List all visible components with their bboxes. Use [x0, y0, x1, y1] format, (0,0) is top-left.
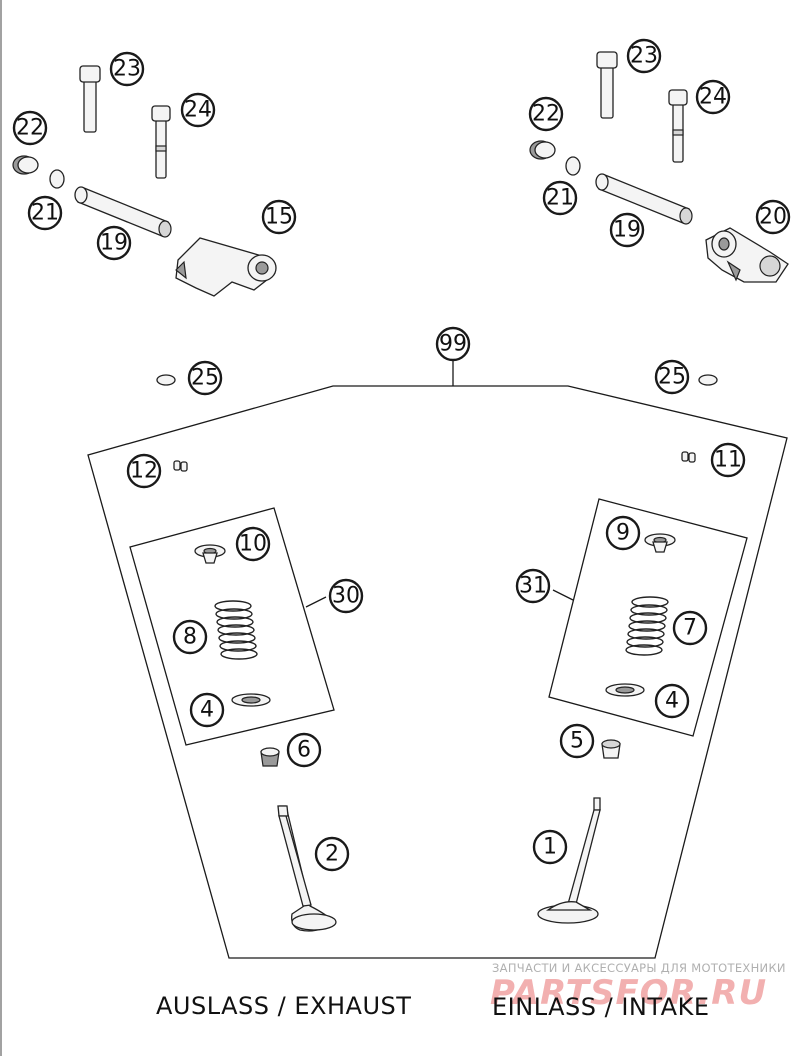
svg-text:19: 19 — [100, 231, 128, 256]
intake-caption: EINLASS / INTAKE — [492, 993, 710, 1021]
svg-text:12: 12 — [130, 459, 158, 484]
svg-text:1: 1 — [543, 835, 557, 860]
callout-30: 30 — [328, 578, 364, 614]
callout-11: 11 — [710, 442, 746, 478]
callout-24-left: 24 — [180, 92, 216, 128]
exhaust-valve-2 — [277, 805, 337, 932]
callout-6: 6 — [286, 732, 322, 768]
shim-25-left — [156, 374, 176, 386]
callout-23-left: 23 — [109, 51, 145, 87]
callout-4-right: 4 — [654, 683, 690, 719]
shim-25-right — [698, 374, 718, 386]
svg-text:5: 5 — [570, 729, 584, 754]
callout-5: 5 — [559, 723, 595, 759]
spring-retainer-9 — [644, 533, 676, 553]
svg-text:23: 23 — [630, 44, 658, 69]
watermark-logo: PARTSFOR.RU — [490, 973, 767, 1013]
svg-text:31: 31 — [519, 574, 547, 599]
svg-text:22: 22 — [16, 116, 44, 141]
svg-text:7: 7 — [683, 616, 697, 641]
svg-text:99: 99 — [439, 332, 467, 357]
svg-text:24: 24 — [184, 98, 212, 123]
svg-text:9: 9 — [616, 521, 630, 546]
callout-1: 1 — [532, 829, 568, 865]
leader-30 — [305, 596, 327, 608]
valve-spring-7 — [625, 596, 669, 656]
bolt-23-left — [79, 65, 101, 133]
callout-22-left: 22 — [12, 110, 48, 146]
bolt-24-left — [151, 105, 171, 179]
callout-8: 8 — [172, 619, 208, 655]
callout-25-left: 25 — [187, 360, 223, 396]
callout-4-left: 4 — [189, 692, 225, 728]
svg-text:24: 24 — [699, 85, 727, 110]
spring-seat-4-left — [231, 693, 271, 707]
valve-spring-8 — [214, 600, 258, 660]
kit-frame-30 — [129, 507, 335, 746]
stem-seal-5 — [601, 739, 621, 759]
callout-7: 7 — [672, 610, 708, 646]
callout-12: 12 — [126, 453, 162, 489]
cap-22-right — [529, 140, 556, 160]
svg-text:15: 15 — [265, 205, 293, 230]
shaft-19-left — [74, 186, 172, 238]
svg-text:21: 21 — [546, 186, 574, 211]
callout-21-left: 21 — [27, 195, 63, 231]
svg-text:25: 25 — [191, 366, 219, 391]
callout-20: 20 — [755, 199, 791, 235]
spring-seat-4-right — [605, 683, 645, 697]
watermark-tagline: ЗАПЧАСТИ И АКСЕССУАРЫ ДЛЯ МОТОТЕХНИКИ — [492, 961, 786, 975]
cap-22-left — [12, 155, 39, 175]
svg-text:20: 20 — [759, 205, 787, 230]
svg-text:6: 6 — [297, 738, 311, 763]
svg-text:19: 19 — [613, 218, 641, 243]
oring-21-right — [565, 156, 581, 176]
callout-25-right: 25 — [654, 359, 690, 395]
kit-frame-31 — [548, 498, 748, 737]
svg-text:2: 2 — [325, 842, 339, 867]
bolt-24-right — [668, 89, 688, 163]
bolt-23-right — [596, 51, 618, 119]
valve-keys-11 — [681, 451, 696, 463]
rocker-arm-20 — [705, 227, 789, 283]
spring-retainer-10 — [194, 544, 226, 564]
svg-text:25: 25 — [658, 365, 686, 390]
callout-15: 15 — [261, 199, 297, 235]
callout-9: 9 — [605, 515, 641, 551]
svg-text:21: 21 — [31, 201, 59, 226]
callout-19-left: 19 — [96, 225, 132, 261]
svg-text:4: 4 — [200, 698, 214, 723]
valve-keys-12 — [173, 460, 188, 472]
callout-21-right: 21 — [542, 180, 578, 216]
svg-text:10: 10 — [239, 532, 267, 557]
svg-text:30: 30 — [332, 584, 360, 609]
callout-23-right: 23 — [626, 38, 662, 74]
callout-24-right: 24 — [695, 79, 731, 115]
oring-21-left — [49, 169, 65, 189]
svg-text:11: 11 — [714, 448, 742, 473]
callout-31: 31 — [515, 568, 551, 604]
exhaust-caption: AUSLASS / EXHAUST — [156, 992, 411, 1020]
svg-text:4: 4 — [665, 689, 679, 714]
intake-valve-1 — [537, 797, 601, 924]
rocker-arm-15 — [175, 237, 277, 297]
shaft-19-right — [595, 173, 693, 225]
callout-99: 99 — [435, 326, 471, 362]
svg-text:22: 22 — [532, 102, 560, 127]
callout-2: 2 — [314, 836, 350, 872]
leader-31 — [552, 589, 574, 601]
callout-22-right: 22 — [528, 96, 564, 132]
svg-text:8: 8 — [183, 625, 197, 650]
stem-seal-6 — [260, 747, 280, 767]
svg-text:23: 23 — [113, 57, 141, 82]
callout-10: 10 — [235, 526, 271, 562]
watermark: ЗАПЧАСТИ И АКСЕССУАРЫ ДЛЯ МОТОТЕХНИКИ PA… — [490, 961, 786, 1013]
kit-frame-99 — [87, 385, 788, 959]
callout-19-right: 19 — [609, 212, 645, 248]
